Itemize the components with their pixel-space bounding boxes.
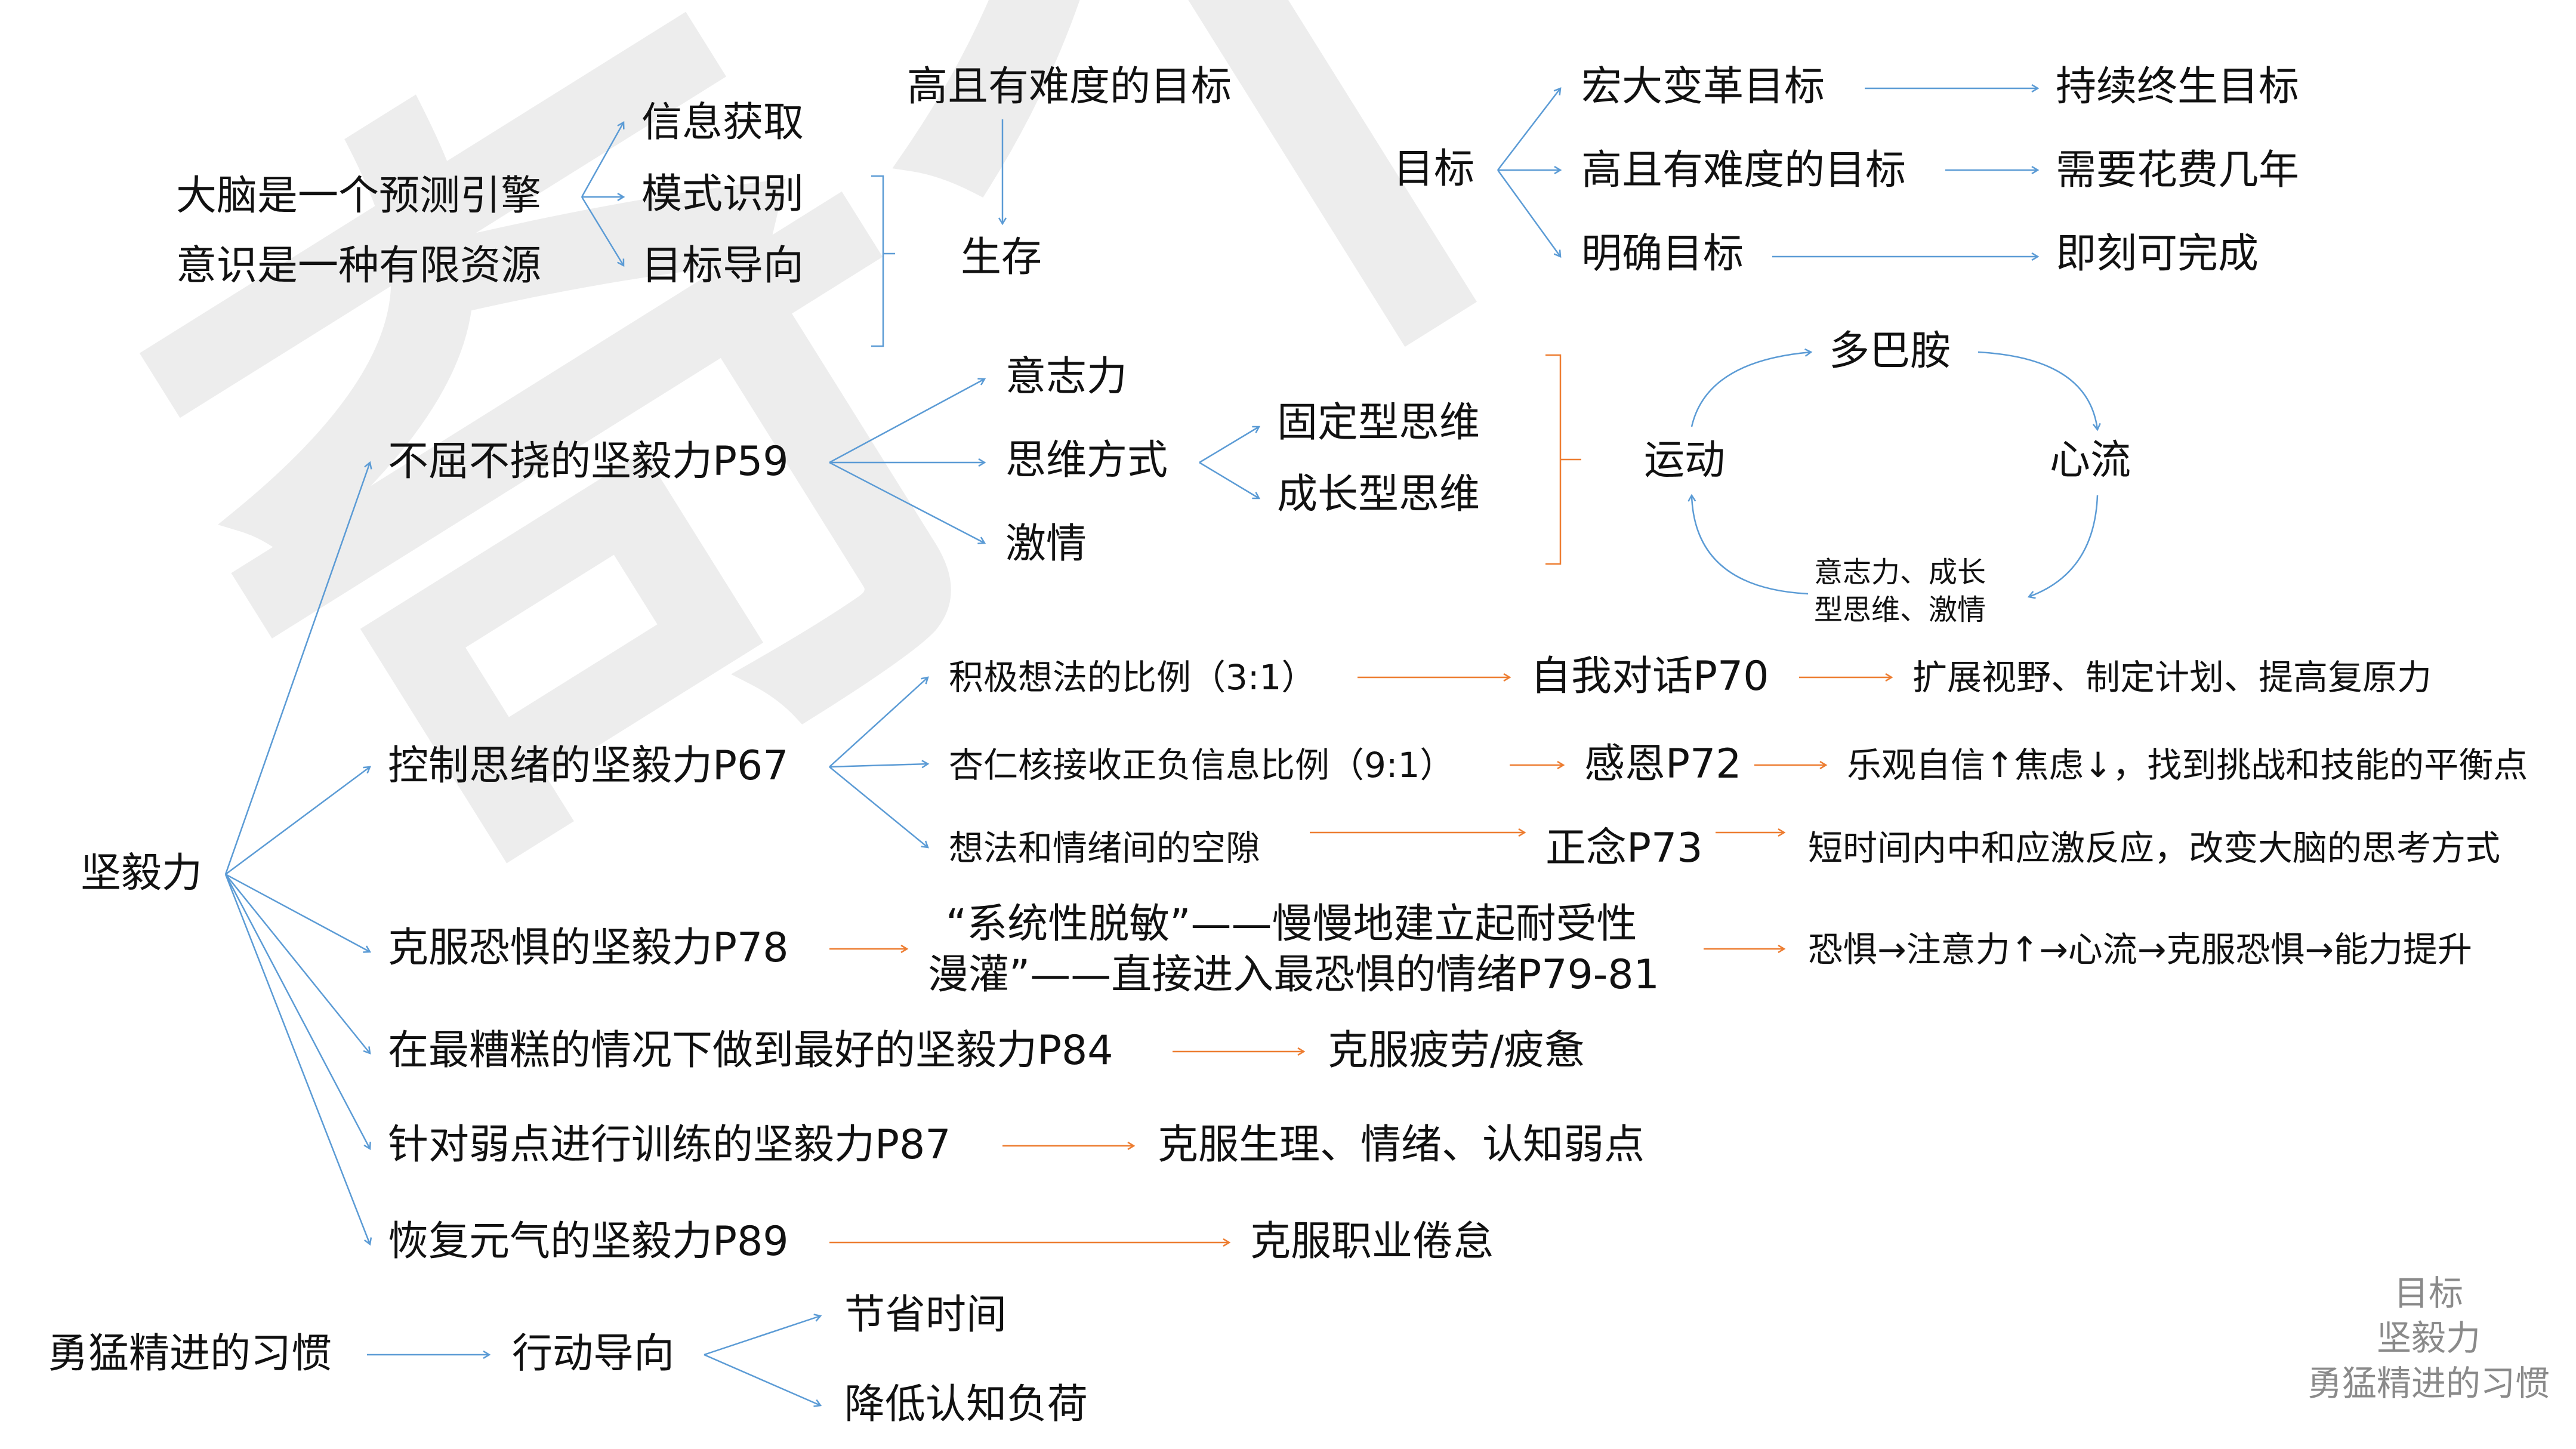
node-grit-b2: 控制思绪的坚毅力P67 [388, 742, 789, 790]
node-cycle-flow: 心流 [2050, 437, 2131, 484]
node-fixed-mindset: 固定型思维 [1277, 399, 1480, 446]
node-goal-instant: 即刻可完成 [2056, 230, 2259, 278]
node-cycle-sport: 运动 [1644, 437, 1726, 484]
edge-grit-b6 [224, 874, 370, 1244]
node-short: 短时间内中和应激反应，改变大脑的思考方式 [1808, 828, 2501, 868]
node-reduce-load: 降低认知负荷 [844, 1381, 1088, 1428]
corner-line-2: 坚毅力 [2376, 1318, 2481, 1359]
node-pattern: 模式识别 [641, 171, 804, 218]
node-fear-chain: 恐惧→注意力↑→心流→克服恐惧→能力提升 [1808, 929, 2472, 970]
edge-mind-growth [1199, 461, 1259, 498]
node-b5-result: 克服生理、情绪、认知弱点 [1158, 1121, 1645, 1169]
node-b2-ratio: 积极想法的比例（3:1） [949, 657, 1316, 698]
corner-line-3: 勇猛精进的习惯 [2307, 1362, 2550, 1404]
node-info: 信息获取 [641, 99, 804, 146]
node-grit-b5: 针对弱点进行训练的坚毅力P87 [388, 1121, 951, 1169]
edge-brain-goal [581, 196, 624, 266]
node-growth-mindset: 成长型思维 [1277, 471, 1480, 518]
node-optimism: 乐观自信↑焦虑↓，找到挑战和技能的平衡点 [1847, 745, 2528, 785]
node-expand: 扩展视野、制定计划、提高复原力 [1912, 657, 2432, 698]
node-goal-clear: 明确目标 [1581, 230, 1744, 278]
node-grit-b6: 恢复元气的坚毅力P89 [388, 1218, 789, 1265]
node-b2-gap: 想法和情绪间的空隙 [949, 828, 1261, 868]
edge-b2-amygdala [829, 764, 928, 767]
node-b2-amygdala: 杏仁核接收正负信息比例（9:1） [949, 745, 1455, 785]
edge-b2-ratio [829, 677, 928, 767]
edge-b2-gap [829, 766, 928, 847]
edge-grit-b4 [225, 874, 370, 1053]
node-goal-lifelong: 持续终生目标 [2056, 63, 2300, 110]
node-b4-result: 克服疲劳/疲惫 [1328, 1027, 1585, 1074]
edge-goal-big [1497, 88, 1560, 171]
bracket-mindset [1545, 354, 1581, 565]
edge-b1-passion [829, 461, 985, 543]
node-cycle-dopamine: 多巴胺 [1829, 328, 1951, 375]
node-b1-mind: 思维方式 [1005, 437, 1168, 484]
edge-grit-b1 [224, 463, 370, 875]
node-flooding: 漫灌”——直接进入最恐惧的情绪P79-81 [928, 951, 1659, 998]
node-action-oriented: 行动导向 [512, 1330, 675, 1377]
node-brain: 大脑是一个预测引擎 [176, 172, 542, 220]
corner-legend: 目标 坚毅力 勇猛精进的习惯 [2303, 1271, 2554, 1406]
node-cycle-note-1: 意志力、成长 [1814, 556, 1986, 589]
edge-note-sport [1692, 495, 1809, 595]
edge-goal-clear [1497, 169, 1560, 257]
node-grit-b4: 在最糟糕的情况下做到最好的坚毅力P84 [388, 1027, 1113, 1074]
node-self-talk: 自我对话P70 [1531, 653, 1769, 700]
edge-sport-dopamine [1690, 352, 1811, 427]
node-habit-root: 勇猛精进的习惯 [48, 1330, 332, 1377]
node-goal-years: 需要花费几年 [2056, 147, 2300, 194]
node-b1-passion: 激情 [1005, 520, 1087, 568]
node-b1-will: 意志力 [1005, 353, 1128, 400]
edge-dopamine-flow [1977, 351, 2097, 430]
edge-flow-note [2029, 495, 2099, 597]
edge-b1-will [829, 379, 985, 464]
node-grit-b1: 不屈不挠的坚毅力P59 [388, 438, 789, 485]
node-desensitization: “系统性脱敏”——慢慢地建立起耐受性 [946, 901, 1637, 948]
edge-action-save [704, 1316, 820, 1356]
edge-action-reduce [704, 1354, 820, 1405]
node-mindfulness: 正念P73 [1545, 825, 1703, 872]
node-goal-hard: 高且有难度的目标 [1581, 147, 1906, 194]
node-goal-big: 宏大变革目标 [1581, 63, 1825, 110]
node-goal-root: 目标 [1393, 146, 1475, 193]
edge-grit-b3 [225, 873, 370, 952]
bracket-top [871, 175, 895, 347]
edge-mind-fixed [1199, 427, 1259, 464]
node-gratitude: 感恩P72 [1584, 741, 1742, 788]
node-grit-root: 坚毅力 [81, 850, 203, 897]
node-survive: 生存 [961, 234, 1042, 281]
edge-brain-info [581, 122, 624, 198]
edge-grit-b5 [224, 874, 370, 1149]
node-grit-b3: 克服恐惧的坚毅力P78 [388, 924, 789, 972]
node-save-time: 节省时间 [844, 1291, 1007, 1339]
node-consciousness: 意识是一种有限资源 [176, 242, 542, 289]
node-cycle-note-2: 型思维、激情 [1814, 593, 1986, 627]
node-b6-result: 克服职业倦怠 [1250, 1218, 1494, 1265]
edge-grit-b2 [225, 767, 370, 875]
node-hard-goal-top: 高且有难度的目标 [907, 63, 1232, 110]
corner-line-1: 目标 [2393, 1273, 2463, 1314]
node-goal-oriented: 目标导向 [641, 242, 804, 289]
